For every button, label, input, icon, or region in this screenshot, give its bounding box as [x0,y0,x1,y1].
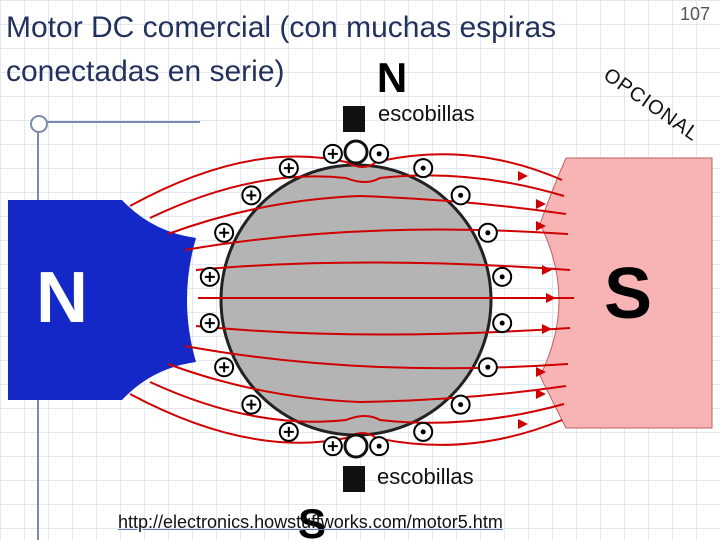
plus-mark [204,318,215,329]
stator-south-pole [539,157,713,429]
arrowhead [518,171,528,181]
plus-mark [204,271,215,282]
field-line [167,194,567,235]
plus-mark [327,441,338,452]
arrowhead [542,324,552,334]
brush-block-top [343,106,365,132]
stator-south: S [539,157,713,429]
rotor-core [219,163,493,437]
brush-label-top: escobillas [378,101,475,126]
field-line [129,393,563,446]
arrowhead [518,419,528,429]
brush-label-bottom: escobillas [377,464,474,489]
field-line [195,261,571,271]
arrowhead [536,221,546,231]
plus-mark [246,399,257,410]
arrowhead [536,199,546,209]
dot-mark [420,429,426,435]
plus-mark [283,426,294,437]
field-lines [129,153,574,446]
dot-mark [499,274,505,280]
slide-number: 107 [680,4,711,24]
brush-bottom [343,433,369,492]
brush-block-bottom [343,466,365,492]
plus-mark [219,362,230,373]
dot-mark [499,320,505,326]
dot-mark [420,165,426,171]
commutator-bottom [343,433,369,459]
arrowhead [536,389,546,399]
rotor-north-letter: N [377,54,407,101]
stator-north-pole [8,200,196,400]
field-line [184,228,569,251]
stator-north-letter: N [36,258,88,338]
stator-south-letter: S [604,254,652,334]
arrowhead [542,265,552,275]
dot-mark [458,192,464,198]
dot-mark [485,230,491,236]
rotor-windings [199,143,513,457]
field-line [195,325,571,336]
plus-mark [327,148,338,159]
arrowhead [546,293,556,303]
field-line [149,381,565,424]
decorative-ring [30,115,48,133]
source-link[interactable]: http://electronics.howstuffworks.com/mot… [118,512,503,532]
plus-mark [219,227,230,238]
slide-title: Motor DC comercial (con muchas espiras c… [6,11,557,88]
rotor-south-letter: S [298,500,326,540]
title-underline [40,121,200,123]
stator-north: N [8,200,196,400]
plus-mark [283,163,294,174]
field-line [167,363,567,404]
dot-mark [485,364,491,370]
field-line [184,345,569,370]
commutator-top [343,139,369,165]
field-line [129,153,563,207]
plus-mark [246,190,257,201]
dot-mark [458,402,464,408]
field-arrowheads [518,171,556,429]
dot-mark [376,443,382,449]
brush-top [343,106,369,165]
arrowhead [536,367,546,377]
dot-mark [376,151,382,157]
field-line [149,174,565,219]
